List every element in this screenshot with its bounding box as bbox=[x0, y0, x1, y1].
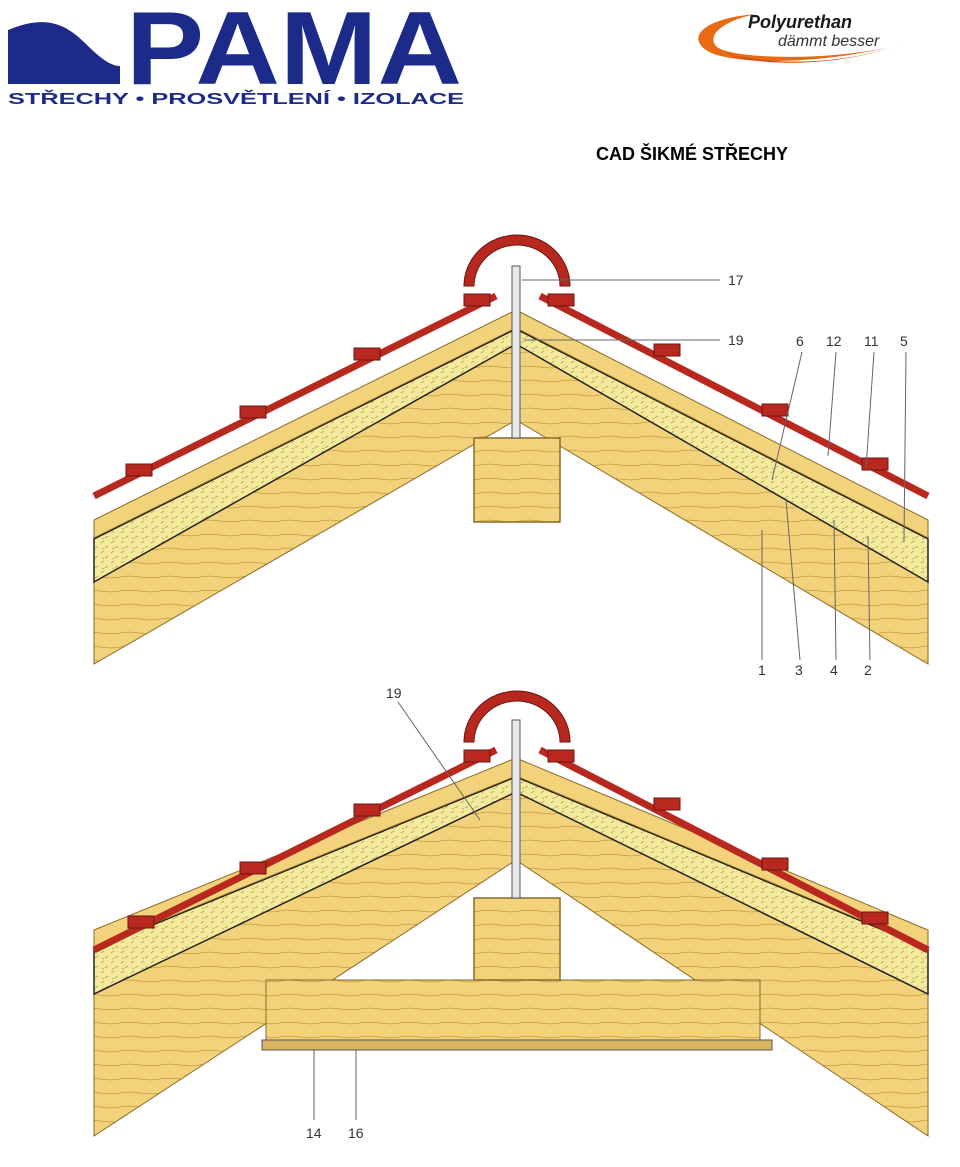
pama-logo: PAMA STŘECHY • PROSVĚTLENÍ • IZOLACE bbox=[8, 4, 465, 108]
label-3: 3 bbox=[795, 662, 803, 678]
label-2: 2 bbox=[864, 662, 872, 678]
polyurethan-logo: Polyurethan dämmt besser bbox=[698, 12, 908, 63]
label-14: 14 bbox=[306, 1125, 322, 1141]
label-6: 6 bbox=[796, 333, 804, 349]
label-5: 5 bbox=[900, 333, 908, 349]
label-19: 19 bbox=[728, 332, 744, 348]
logo-tagline: STŘECHY • PROSVĚTLENÍ • IZOLACE bbox=[8, 89, 465, 108]
logo-text: PAMA bbox=[126, 4, 462, 107]
label-12: 12 bbox=[826, 333, 842, 349]
ridge-diagram-bottom: 19 14 16 bbox=[92, 685, 930, 1141]
label-11: 11 bbox=[864, 333, 879, 349]
page-title: CAD ŠIKMÉ STŘECHY bbox=[596, 144, 789, 164]
label-16: 16 bbox=[348, 1125, 364, 1141]
label-17: 17 bbox=[728, 272, 744, 288]
brand2-line1: Polyurethan bbox=[748, 12, 852, 32]
label-4: 4 bbox=[830, 662, 838, 678]
label-19: 19 bbox=[386, 685, 402, 701]
brand2-line2: dämmt besser bbox=[778, 33, 880, 50]
ridge-diagram-top: 17 19 6 12 11 5 1 3 4 2 bbox=[92, 234, 930, 678]
label-1: 1 bbox=[758, 662, 766, 678]
